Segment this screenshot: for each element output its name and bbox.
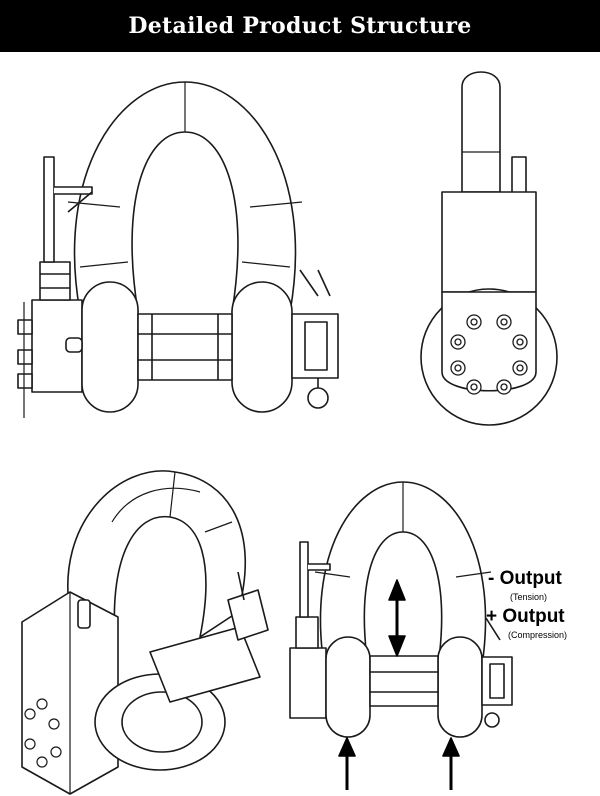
side-view [420,71,558,426]
iso-bolts [24,698,62,768]
out-pin [369,655,439,707]
output-diagram [289,481,513,790]
up-arrow-icon-left [338,737,356,790]
iso-nut [227,589,269,641]
iso-pin [149,626,261,703]
out-left-lug [325,636,371,738]
compression-label: (Compression) [508,630,568,640]
out-right-lug [437,636,483,738]
isometric-view [21,470,269,795]
title-banner: Detailed Product Structure [0,0,600,52]
front-right-lug [231,281,293,413]
front-connector [39,261,71,301]
plus-output-label: + Output [486,606,565,627]
front-pin [137,313,233,381]
out-sensor-housing [289,647,327,719]
minus-output-label: - Output [488,568,562,589]
side-connector [511,156,527,196]
page-title: Detailed Product Structure [128,13,472,39]
tension-label: (Tension) [510,592,548,602]
side-shackle-bow [461,71,501,193]
side-housing [441,191,537,293]
product-drawing [17,71,558,795]
front-view [17,81,339,418]
side-bolt-ring [450,314,528,395]
double-arrow-icon [388,579,406,657]
front-left-lug [81,281,139,413]
up-arrow-icon-right [442,737,460,790]
